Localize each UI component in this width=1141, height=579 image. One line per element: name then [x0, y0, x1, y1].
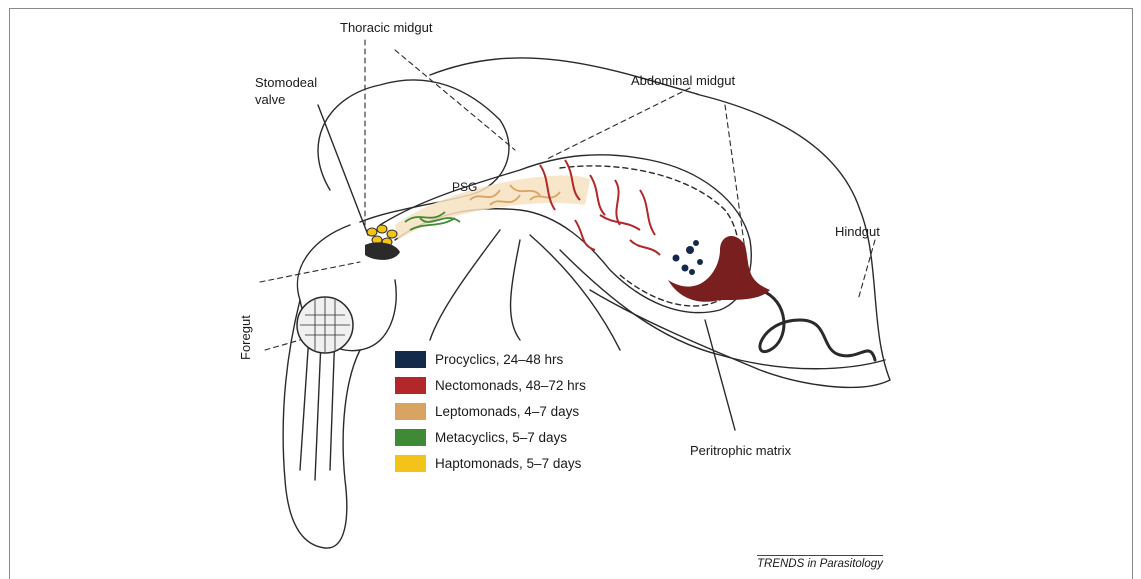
legend-item-leptomonads: Leptomonads, 4–7 days — [395, 402, 579, 420]
label-thoracic-midgut: Thoracic midgut — [340, 20, 432, 35]
psg-region — [395, 176, 590, 240]
leader-peritrophic — [705, 320, 735, 430]
legend-item-procyclics: Procyclics, 24–48 hrs — [395, 350, 563, 368]
procyclics-cluster — [673, 240, 704, 275]
label-foregut: Foregut — [238, 315, 253, 360]
legend-swatch — [395, 403, 426, 420]
wing-outline — [430, 58, 890, 387]
legend-label: Leptomonads, 4–7 days — [435, 404, 579, 419]
legend-label: Procyclics, 24–48 hrs — [435, 352, 563, 367]
leader-abdominal — [545, 88, 690, 160]
legend-swatch — [395, 429, 426, 446]
label-psg: PSG — [452, 180, 477, 195]
leader-stomodeal — [318, 105, 368, 235]
legend-label: Nectomonads, 48–72 hrs — [435, 378, 586, 393]
legend-swatch — [395, 455, 426, 472]
figure-credit: TRENDS in Parasitology — [757, 555, 883, 570]
nectomonads-cluster — [540, 160, 660, 255]
label-hindgut: Hindgut — [835, 224, 880, 239]
legend-item-nectomonads: Nectomonads, 48–72 hrs — [395, 376, 586, 394]
hindgut-coil — [760, 290, 875, 360]
legend-item-haptomonads: Haptomonads, 5–7 days — [395, 454, 581, 472]
label-peritrophic-matrix: Peritrophic matrix — [690, 443, 791, 458]
legend-swatch — [395, 377, 426, 394]
label-abdominal-midgut: Abdominal midgut — [631, 73, 735, 88]
legend-label: Haptomonads, 5–7 days — [435, 456, 581, 471]
legend-item-metacyclics: Metacyclics, 5–7 days — [395, 428, 567, 446]
label-stomodeal-valve: Stomodeal valve — [255, 74, 317, 108]
stomodeal-valve-knot — [365, 242, 400, 260]
legend-label: Metacyclics, 5–7 days — [435, 430, 567, 445]
legend-swatch — [395, 351, 426, 368]
